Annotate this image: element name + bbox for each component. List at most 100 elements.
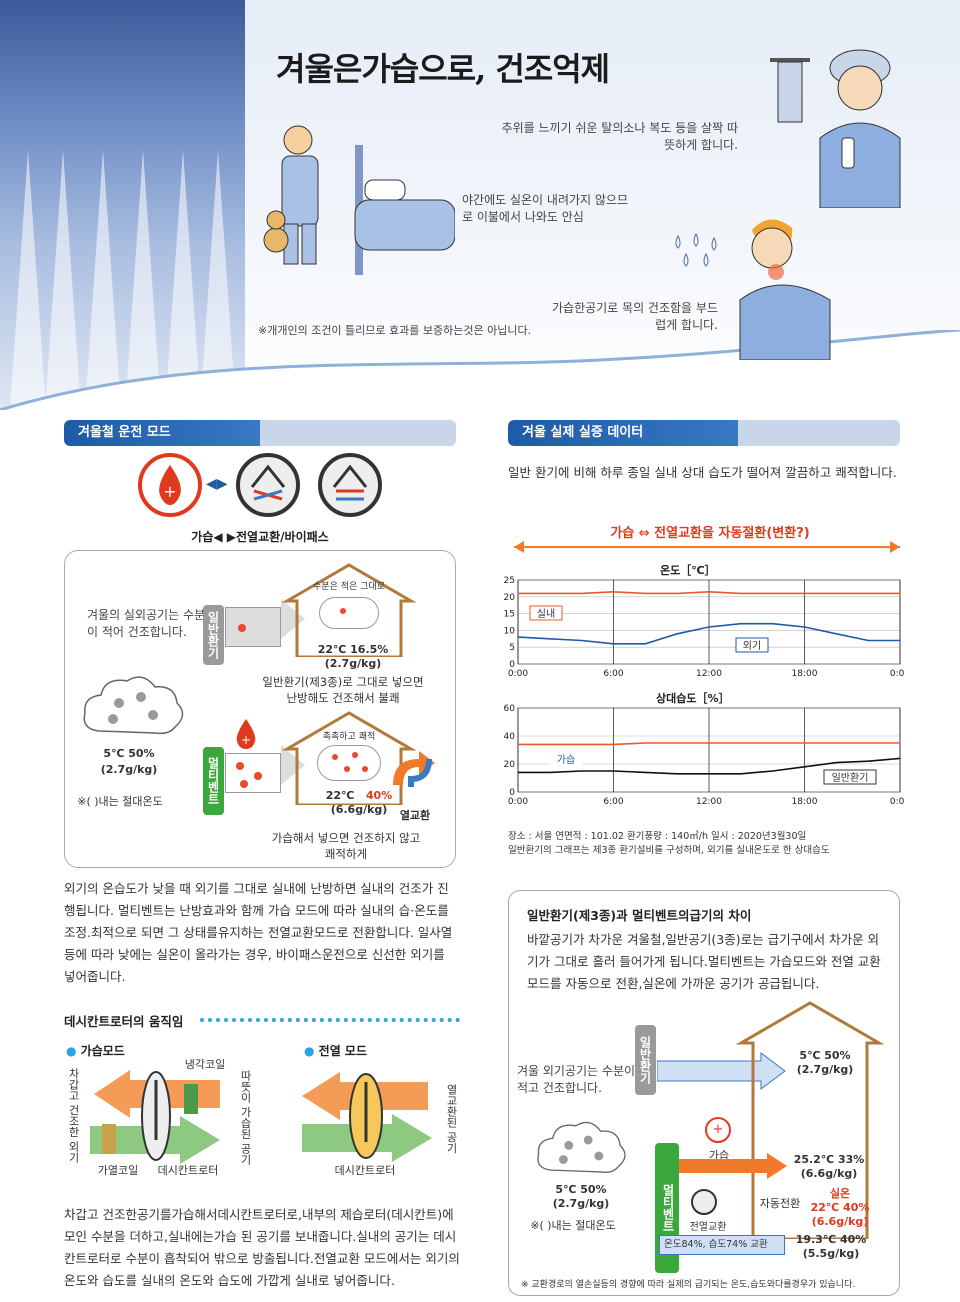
heat-mode-rotor-diagram [302,1072,432,1162]
caption-bathroom: 추위를 느끼기 쉬운 탈의소나 복도 등을 살짝 따뜻하게 합니다. [501,121,738,153]
diff-general-tag: 일반환기 [635,1025,656,1095]
y-tick-label: 20 [504,760,515,770]
heating-coil-label: 가열코일 [97,1164,139,1177]
house-general [281,563,417,657]
abs-note: ※( )내는 절대온도 [77,795,163,808]
multivent-arrow-head [281,745,305,785]
temp-chart-title: 온도［℃］ [660,564,716,577]
difference-box: 일반환기(제3종)과 멀티벤트의급기의 차이 바깥공기가 차가운 겨울철,일반공… [508,890,900,1296]
cold-air-label: 차갑고 건조한 외기 [67,1068,80,1163]
y-tick-label: 0 [509,660,515,670]
y-tick-label: 60 [504,704,515,714]
series-label-box [529,605,563,621]
x-tick-label: 18:00 [792,797,818,807]
general-abs: (2.7g/kg) [324,657,382,670]
multivent-roof-label: 촉촉하고 쾌적 [322,732,376,742]
outside-air-text: 겨울의 실외공기는 수분이 적어 건조합니다. [87,608,206,640]
multivent-desc: 가습해서 넣으면 건조하지 않고 쾌적하게 [271,831,421,861]
left-body-text: 외기의 온습도가 낮을 때 외기를 그대로 실내에 난방하면 실내의 건조가 진… [64,881,453,984]
bypass-mode-icon [318,453,382,517]
exchanged-air-label: 열교환된 공기 [445,1084,458,1154]
bed-illustration [354,145,455,275]
water-drops-icon [675,232,717,267]
diff-exchange-icon [691,1189,717,1215]
series-line-1 [518,590,900,595]
cooling-coil-label: 냉각코일 [184,1058,226,1071]
y-tick-label: 0 [509,788,515,798]
y-tick-label: 5 [509,643,515,653]
rh-chart-title: 상대습도［%］ [656,692,730,705]
multivent-abs: (6.6g/kg) [330,803,388,816]
data-intro: 일반 환기에 비해 하루 종일 실내 상대 습도가 떨어져 깔끔하고 쾌적합니다… [508,465,897,480]
series-label-box [823,769,877,785]
diff-humid-word: 가습 [708,1149,730,1162]
humid-mode-title: ● 가습모드 [66,1044,125,1058]
diff-humid-temp: 25.2℃ 33% [793,1153,865,1166]
general-temp: 22℃ 16.5% [317,643,389,656]
diff-auto-switch: 자동전환 [759,1197,801,1210]
x-tick-label: 0:00 [890,669,904,679]
outside-abs: (2.7g/kg) [100,763,158,776]
warm-air-label: 따뜻이 가습된 공기 [239,1070,252,1165]
caption-night: 야간에도 실온이 내려가지 않으므로 이불에서 나와도 안심 [462,193,629,225]
humidify-drop-icon: + [236,719,256,749]
diff-exchange-bar: 온도84%, 습도74% 교환 [659,1235,785,1255]
series-label: 실내 [537,608,555,620]
hero-disclaimer: ※개개인의 조건이 틀리므로 효과를 보증하는것은 아닙니다. [258,324,532,337]
diff-humidify-icon: + [705,1117,731,1143]
x-tick-label: 0:00 [890,797,904,807]
diff-outside-text: 겨울 외기공기는 수분이 적고 건조합니다. [517,1064,636,1096]
section-title-winter-mode: 겨울철 운전 모드 [64,420,260,446]
x-tick-label: 6:00 [603,669,623,679]
desiccant-rotor-label-2: 데시칸트로터 [334,1164,396,1177]
multivent-cloud [317,745,381,781]
section-title-data: 겨울 실제 실증 데이터 [508,420,738,446]
general-arrow [225,607,281,647]
rotor-title: 데시칸트로터의 움직임 [64,1014,184,1029]
switch-range-arrow [514,541,900,553]
switch-label: 가습 ⇔ 전열교환을 자동절환(변환?) [610,526,810,541]
woman-towel-illustration [770,49,901,208]
rotor-title-divider [200,1018,460,1022]
desiccant-rotor-label: 데시칸트로터 [157,1164,219,1177]
section-bar-winter-mode: 겨울철 운전 모드 [64,420,456,446]
x-tick-label: 12:00 [696,669,722,679]
x-tick-label: 18:00 [792,669,818,679]
heat-exchange-label: 열교환 [399,809,431,822]
outside-temp: 5℃ 50% [103,747,155,760]
winter-mode-diagram: 겨울의 실외공기는 수분이 적어 건조합니다. 5℃ 50% (2.7g/kg)… [64,550,456,868]
caption-throat: 가습한공기로 목의 건조함을 부드럽게 합니다. [551,301,718,333]
y-tick-label: 10 [504,626,515,636]
page-title: 겨울은가습으로, 건조억제 [276,50,610,88]
diff-outside-temp: 5℃ 50% [555,1183,607,1196]
diff-cloud-icon [537,1121,626,1173]
multivent-arrow [225,753,281,793]
multivent-temp: 22℃ [325,789,355,802]
x-tick-label: 0:00 [508,669,528,679]
multivent-tag: 멀티벤트 [203,747,224,815]
mode-label: 가습◀ ▶전열교환/바이패스 [191,530,329,544]
diff-exchange-abs: (5.5g/kg) [802,1247,860,1260]
diff-humid-arrow [679,1153,787,1179]
heat-mode-title: ● 전열 모드 [304,1044,368,1058]
x-tick-label: 6:00 [603,797,623,807]
series-label: 외기 [743,640,761,652]
man-illustration [739,219,831,360]
y-tick-label: 40 [504,732,515,742]
general-roof-label: 수분은 적은 그대로 [313,582,385,592]
diff-general-abs: (2.7g/kg) [796,1063,854,1076]
chart-footnote-2: 일반환기의 그래프는 제3종 환기설비를 구성하며, 외기를 실내온도로 한 상… [508,845,830,856]
humidify-mode-icon: + [138,453,202,517]
general-desc: 일반환기(제3종)로 그대로 넣으면 난방해도 건조해서 불쾌 [262,675,424,705]
general-arrow-head [281,599,305,639]
series-label-box [549,751,583,767]
svg-text:+: + [163,482,176,501]
diff-bottom-note: ※ 교환경로의 열손실등의 경향에 따라 실제의 급기되는 온도,습도와다를경우… [521,1280,856,1290]
svg-text:+: + [241,733,251,747]
x-tick-label: 0:00 [508,797,528,807]
diff-room-abs: (6.6g/kg) [811,1215,869,1228]
series-label-box [735,637,769,653]
diff-abs-note: ※( )내는 절대온도 [530,1219,616,1232]
series-line-2 [518,757,901,775]
